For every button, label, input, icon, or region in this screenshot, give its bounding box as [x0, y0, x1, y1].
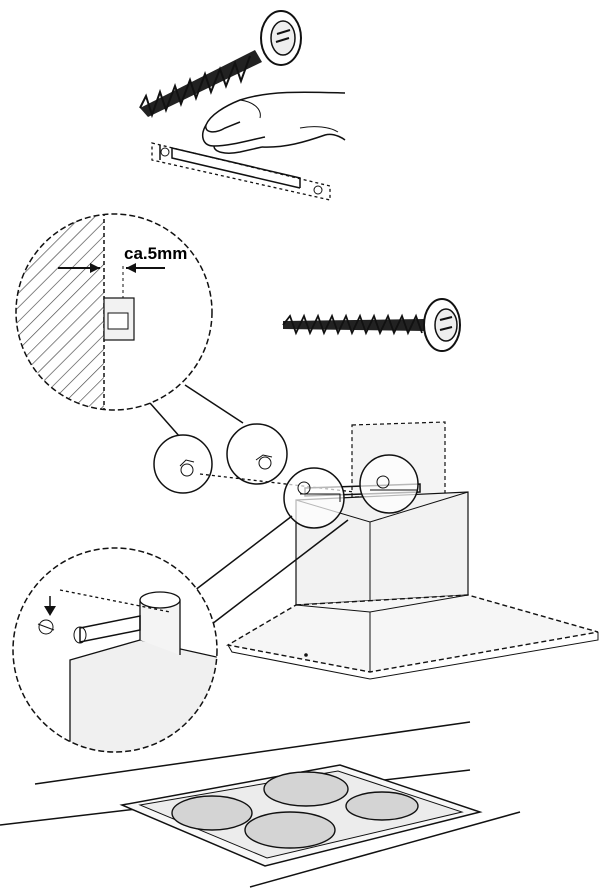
wall-gap-detail: ca.5mm — [15, 213, 213, 411]
screw-icon — [139, 10, 302, 119]
gap-dimension-label: ca.5mm — [124, 244, 187, 263]
hob-icon — [119, 764, 483, 867]
hood-detail-circle — [359, 454, 419, 514]
hood-mount-detail — [12, 547, 218, 753]
bracket-detail-circle — [226, 423, 288, 485]
hand-icon — [201, 91, 346, 154]
hood-detail-circle — [283, 467, 345, 529]
bracket-detail-circle — [153, 434, 213, 494]
screw-icon — [282, 298, 461, 352]
wall-bracket-icon — [151, 142, 331, 201]
